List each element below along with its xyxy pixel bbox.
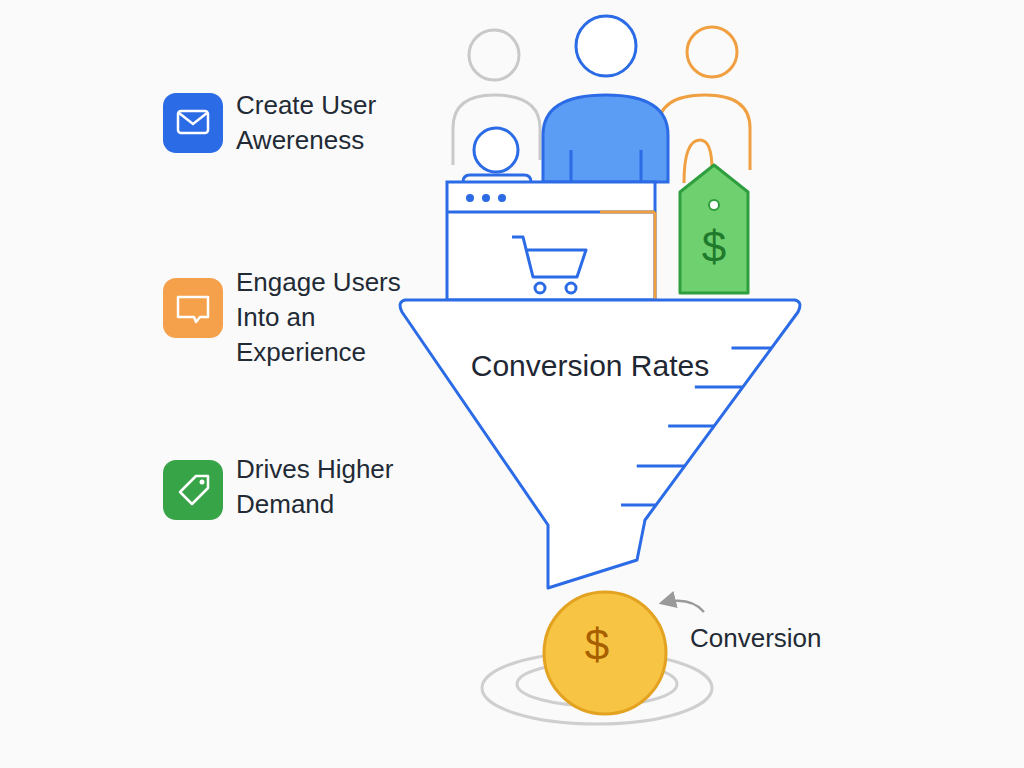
funnel-tick [637, 465, 685, 468]
tag-symbol: $ [690, 222, 738, 272]
browser-window [447, 182, 655, 300]
tag-icon [163, 460, 223, 520]
people [453, 16, 750, 182]
step-label: Engage Users Into an Experience [236, 265, 416, 370]
callout-arrow [662, 601, 704, 612]
chat-icon [163, 278, 223, 338]
step-label: Drives Higher Demand [236, 452, 436, 522]
conversion-coin: $ [542, 590, 652, 700]
conversion-funnel: Conversion Rates [397, 295, 807, 590]
funnel-outline [400, 300, 800, 588]
funnel-label: Conversion Rates [397, 345, 783, 387]
callout-label: Conversion [690, 621, 870, 656]
funnel-tick [621, 504, 656, 507]
funnel-tick [695, 386, 743, 389]
funnel-shape [397, 295, 807, 590]
funnel-tick [668, 425, 714, 428]
coin-symbol: $ [542, 590, 652, 700]
funnel-tick [732, 347, 772, 350]
step-label: Create User Awereness [236, 88, 436, 158]
price-tag [680, 140, 748, 293]
mail-icon [163, 93, 223, 153]
